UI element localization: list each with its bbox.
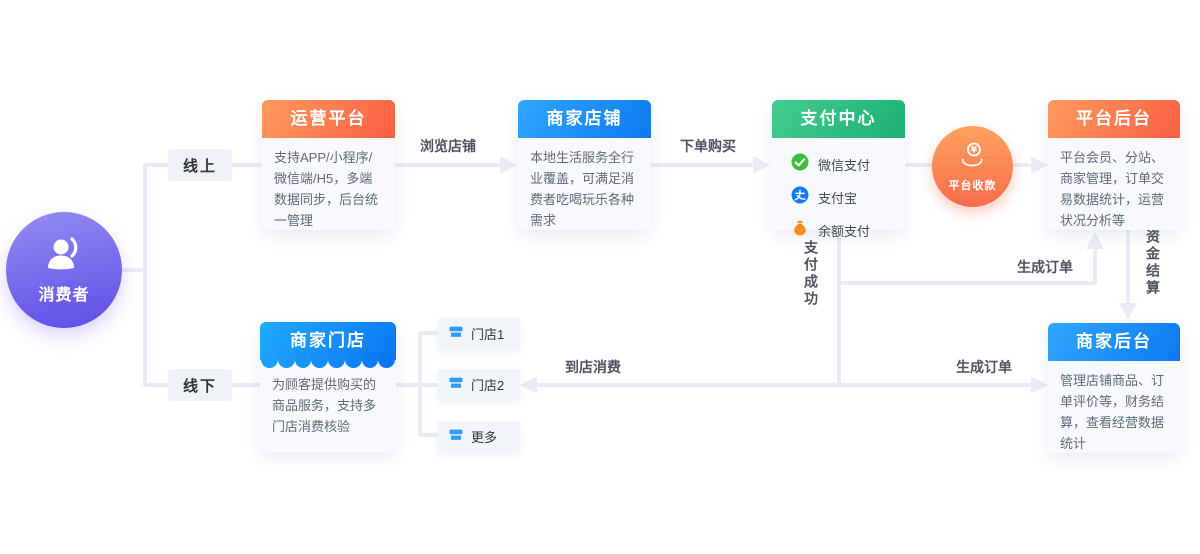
platform-admin-card: 平台后台 平台会员、分站、商家管理，订单交易数据统计，运营状况分析等 <box>1048 100 1180 230</box>
store-more-stub <box>420 433 438 437</box>
store-item-1: 门店1 <box>438 318 520 349</box>
payment-method-label: 余额支付 <box>818 223 871 239</box>
store-item-label: 门店2 <box>471 378 505 393</box>
fund-settle-label: 资金结算 <box>1145 229 1161 297</box>
pay-success-label: 支付成功 <box>803 240 819 308</box>
platform-collection-label: 平台收款 <box>948 179 997 192</box>
platform-collection-badge: ¥ 平台收款 <box>932 126 1013 207</box>
gen-order-top-arrowhead-icon <box>1086 232 1104 249</box>
merchant-shop-desc: 本地生活服务全行业覆盖，可满足消费者吃喝玩乐各种需求 <box>530 150 635 229</box>
store-item-label: 门店1 <box>471 327 505 342</box>
store-item-label: 更多 <box>471 430 498 445</box>
storefront-icon <box>448 324 464 343</box>
alipay-icon <box>791 186 809 210</box>
badge-arrowhead-icon <box>1031 156 1048 174</box>
payment-center-card: 支付中心 微信支付 支付宝 <box>772 100 905 239</box>
merchant-shop-title: 商家店铺 <box>518 100 651 138</box>
payment-method-balance: 余额支付 <box>784 215 893 248</box>
order-arrowhead-icon <box>753 156 770 174</box>
store-bracket-stub <box>396 383 422 387</box>
payment-method-label: 支付宝 <box>818 190 858 206</box>
svg-text:¥: ¥ <box>970 145 977 155</box>
gen-order-top-vline <box>1093 248 1097 285</box>
operation-platform-card: 运营平台 支持APP/小程序/微信端/H5，多端数据同步，后台统一管理 <box>262 100 395 230</box>
consumer-label: 消费者 <box>38 287 90 304</box>
bottom-flow-line <box>536 383 1032 387</box>
operation-platform-title: 运营平台 <box>262 100 395 138</box>
store2-stub <box>420 383 438 387</box>
merchant-store-title: 商家门店 <box>260 322 396 368</box>
merchant-store-desc: 为顾客提供购买的商品服务，支持多门店消费核验 <box>272 377 377 435</box>
merchant-store-card: 商家门店 为顾客提供购买的商品服务，支持多门店消费核验 <box>260 322 396 452</box>
collect-money-icon: ¥ <box>958 141 988 176</box>
operation-platform-desc: 支持APP/小程序/微信端/H5，多端数据同步，后台统一管理 <box>274 150 379 229</box>
fund-settle-line <box>1126 230 1130 304</box>
pay-success-line <box>837 230 841 387</box>
fund-settle-arrowhead-icon <box>1119 303 1137 320</box>
merchant-shop-card: 商家店铺 本地生活服务全行业覆盖，可满足消费者吃喝玩乐各种需求 <box>518 100 651 230</box>
place-order-label: 下单购买 <box>680 138 736 154</box>
browse-store-label: 浏览店铺 <box>420 138 476 154</box>
person-icon <box>43 235 85 280</box>
gen-order-bottom-label: 生成订单 <box>956 359 1012 375</box>
merchant-admin-desc: 管理店铺商品、订单评价等，财务结算，查看经营数据统计 <box>1060 373 1165 452</box>
branch-vertical-line <box>143 163 147 387</box>
payment-method-alipay: 支付宝 <box>784 182 893 215</box>
merchant-admin-title: 商家后台 <box>1048 323 1180 361</box>
order-arrow-line <box>650 163 755 167</box>
platform-admin-desc: 平台会员、分站、商家管理，订单交易数据统计，运营状况分析等 <box>1060 150 1165 229</box>
platform-admin-title: 平台后台 <box>1048 100 1180 138</box>
gen-order-top-label: 生成订单 <box>1017 259 1073 275</box>
balance-pay-icon <box>791 219 809 243</box>
storefront-icon <box>448 375 464 394</box>
merchant-store-title-text: 商家门店 <box>290 331 366 350</box>
merchant-admin-card: 商家后台 管理店铺商品、订单评价等，财务结算，查看经营数据统计 <box>1048 323 1180 453</box>
store1-stub <box>420 331 438 335</box>
consumer-trunk-line <box>120 268 146 272</box>
payment-method-wechat: 微信支付 <box>784 149 893 182</box>
browse-arrow-line <box>395 163 502 167</box>
online-tag: 线上 <box>168 149 232 181</box>
badge-to-admin-line <box>1013 163 1031 167</box>
store-item-2: 门店2 <box>438 369 520 400</box>
store-item-more: 更多 <box>438 421 520 452</box>
storefront-icon <box>448 427 464 446</box>
in-store-label: 到店消费 <box>565 359 621 375</box>
offline-tag: 线下 <box>168 369 232 401</box>
in-store-arrowhead-icon <box>520 376 537 394</box>
payment-center-title: 支付中心 <box>772 100 905 138</box>
browse-arrowhead-icon <box>500 156 517 174</box>
pay-to-badge-line <box>905 163 933 167</box>
consumer-node: 消费者 <box>6 212 122 328</box>
payment-method-label: 微信支付 <box>818 157 871 173</box>
wechat-pay-icon <box>791 153 809 177</box>
gen-order-bottom-arrowhead-icon <box>1031 376 1048 394</box>
gen-order-top-line <box>837 281 1097 285</box>
awning-scallops <box>261 351 395 368</box>
